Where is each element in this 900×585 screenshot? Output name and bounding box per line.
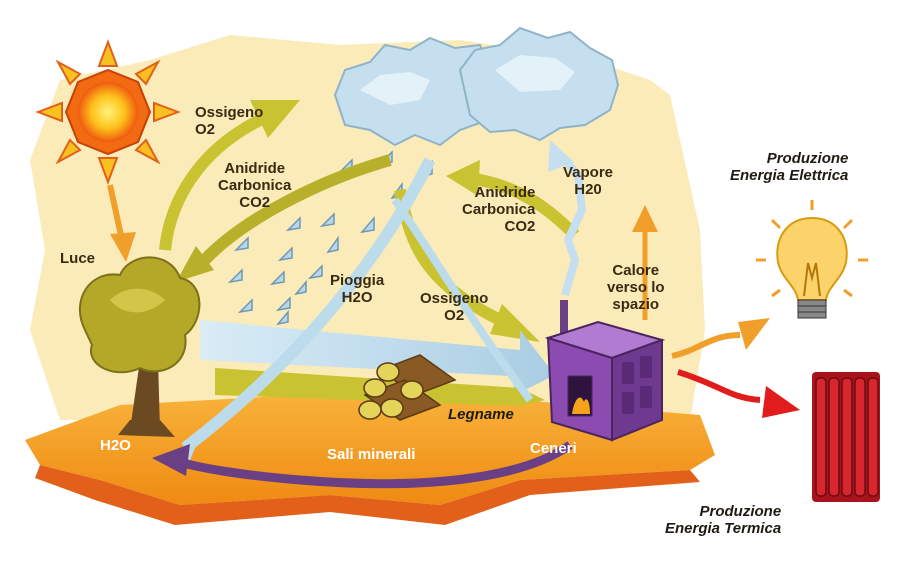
label-sali-minerali: Sali minerali [327, 446, 416, 463]
light-bulb-icon [756, 200, 868, 319]
radiator-icon [812, 372, 880, 502]
heat-arrow [632, 205, 658, 320]
heat-output-arrow [677, 369, 800, 418]
ground-edge [35, 465, 700, 525]
label-legname: Legname [448, 406, 514, 423]
label-luce: Luce [60, 250, 96, 267]
label-h2o-ground: H2O [100, 437, 131, 454]
label-ceneri: Ceneri [530, 440, 577, 457]
blue-flow-band [200, 320, 555, 395]
light-arrow [107, 184, 136, 262]
vapor-arrow [548, 140, 587, 297]
oxygen-flow-arrow [159, 100, 300, 251]
co2-flow-arrow-right [446, 160, 580, 240]
stove-icon [544, 300, 666, 442]
tree-icon [79, 256, 201, 437]
water-flow-arrow [391, 197, 534, 403]
logs-icon [358, 354, 457, 421]
co2-flow-arrow-left [176, 154, 392, 282]
ash-flow-arrow [152, 441, 573, 489]
electricity-output-arrow [671, 318, 770, 359]
ground [25, 395, 715, 505]
sun-icon [35, 39, 181, 185]
